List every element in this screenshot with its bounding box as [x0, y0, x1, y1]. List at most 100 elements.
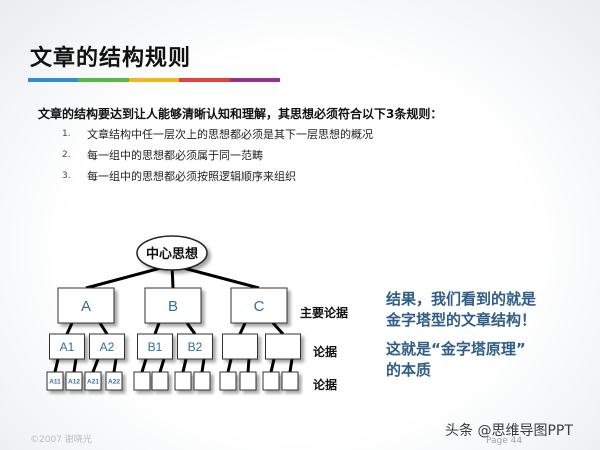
connector-line [181, 358, 188, 373]
level1-node-label: B [168, 298, 178, 315]
level3-node-label: A21 [87, 378, 99, 385]
rule-text: 每一组中的思想都必须按照逻辑顺序来组织 [87, 170, 296, 183]
connector-line [91, 358, 100, 373]
page-title: 文章的结构规则 [30, 46, 192, 71]
page-number: Page 44 [486, 436, 523, 446]
level2-node-box [49, 333, 85, 360]
connector-line [112, 358, 118, 373]
title-bar-segment-3 [128, 78, 180, 82]
connector-line [65, 322, 74, 335]
rule-item: 2. 每一组中的思想都必须属于同一范畴 [62, 145, 373, 166]
conclusion-line-1: 结果，我们看到的就是 [386, 290, 537, 308]
level3-node [239, 371, 257, 391]
level3-node [193, 371, 211, 391]
level3-node-box [105, 371, 123, 391]
level3-node [262, 371, 280, 391]
connector-line [185, 322, 197, 335]
title-bar-segment-4 [179, 78, 230, 82]
level3-node [151, 371, 169, 391]
level2-node: B2 [177, 333, 213, 360]
level2-node-box [222, 333, 258, 360]
label-level2: 论据 [313, 345, 338, 359]
level2-node-label: B2 [188, 340, 203, 354]
connector-line [153, 322, 161, 335]
level2-node-box [89, 333, 125, 360]
level3-node-box [174, 371, 192, 391]
level3-node-box [46, 371, 64, 391]
conclusion-line-4: 的本质 [386, 361, 432, 379]
level3-node: A21 [84, 371, 102, 391]
level3-node-box [84, 371, 102, 391]
level1-node-box [57, 287, 115, 324]
level3-node-box [151, 371, 169, 391]
connector-line [271, 321, 285, 336]
level1-node-label: A [81, 298, 91, 315]
level3-node-box [239, 371, 257, 391]
level3-node [174, 371, 192, 391]
level3-node: A12 [65, 371, 83, 391]
title-underline-bar [28, 78, 281, 82]
level2-node: A2 [89, 333, 125, 360]
level1-node: C [230, 287, 288, 324]
level3-node-label: A12 [68, 378, 80, 385]
connector-line [226, 358, 233, 373]
title-bar-segment-5 [229, 78, 281, 82]
connector-line [158, 358, 166, 373]
conclusion-line-3: 这就是“金字塔原理” [386, 340, 526, 358]
level2-node-label: A1 [60, 340, 75, 354]
title-bar-segment-2 [78, 78, 129, 82]
level2-node-label: B1 [148, 340, 163, 354]
level1-node: A [57, 287, 115, 324]
root-node: 中心思想 [136, 235, 208, 271]
level3-node-box [219, 371, 237, 391]
connector-line [269, 358, 276, 373]
connector-line [238, 322, 247, 335]
level2-node [265, 333, 301, 360]
level2-node-box [177, 333, 213, 360]
rule-number: 1. [62, 129, 71, 139]
level3-node [281, 371, 299, 391]
level3-node-box [133, 371, 151, 391]
level3-node: A22 [105, 371, 123, 391]
level2-node: B1 [137, 333, 173, 360]
conclusion-line-2: 金字塔型的文章结构！ [386, 311, 537, 329]
level2-node-box [265, 333, 301, 360]
level1-node-box [144, 287, 202, 324]
level3-node [219, 371, 237, 391]
connector-line [72, 358, 78, 373]
rule-text: 每一组中的思想都必须属于同一范畴 [87, 149, 263, 162]
rules-list: 1. 文章结构中任一层次上的思想都必须是其下一层思想的概况 2. 每一组中的思想都必… [62, 124, 373, 187]
level3-node-label: A22 [108, 378, 120, 385]
rule-item: 3. 每一组中的思想都必须按照逻辑顺序来组织 [62, 166, 373, 187]
rule-number: 3. [62, 171, 71, 181]
level3-node-label: A11 [49, 378, 61, 385]
label-level3: 论据 [313, 378, 338, 392]
intro-text: 文章的结构要达到让人能够清晰认知和理解，其思想必须符合以下3条规则： [38, 107, 443, 121]
rule-item: 1. 文章结构中任一层次上的思想都必须是其下一层思想的概况 [62, 124, 373, 145]
level2-node-label: A2 [100, 340, 115, 354]
level2-node-box [137, 333, 173, 360]
level2-node [222, 333, 258, 360]
level3-node-box [262, 371, 280, 391]
watermark-text: 头条 @思维导图PPT [445, 423, 573, 439]
copyright-text: ©2007 谢晓光 [30, 435, 92, 445]
root-label: 中心思想 [146, 246, 198, 262]
root-ellipse [136, 235, 208, 271]
connector-line [288, 358, 294, 373]
label-level1: 主要论据 [300, 306, 349, 320]
level2-node: A1 [49, 333, 85, 360]
level1-node-label: C [254, 298, 265, 315]
level3-node [133, 371, 151, 391]
level3-node-box [65, 371, 83, 391]
level3-node-box [193, 371, 211, 391]
connector-line [53, 358, 60, 373]
connector-line [246, 358, 251, 373]
rule-text: 文章结构中任一层次上的思想都必须是其下一层思想的概况 [87, 128, 373, 141]
rule-number: 2. [62, 150, 71, 160]
level1-node: B [144, 287, 202, 324]
level1-node-box [230, 287, 288, 324]
level3-node-box [281, 371, 299, 391]
connector-line [98, 322, 109, 335]
